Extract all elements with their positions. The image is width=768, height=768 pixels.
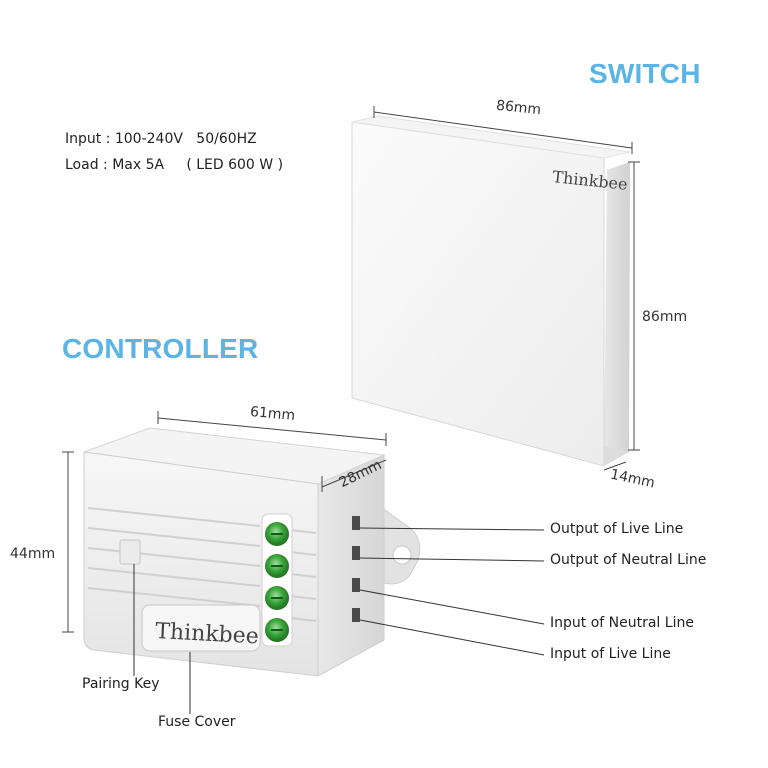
screw-slots (271, 533, 283, 631)
switch-height-dimension: 86mm (642, 309, 688, 325)
input-spec: Input : 100-240V 50/60HZ (65, 131, 257, 147)
switch-title: SWITCH (589, 58, 701, 89)
fuse-cover (141, 604, 261, 652)
controller-ribs (87, 507, 317, 622)
pairing-key-button (119, 539, 141, 565)
output-neutral-label: Output of Neutral Line (550, 552, 707, 568)
controller-box (83, 427, 421, 677)
callout-lines (133, 527, 545, 714)
output-live-label: Output of Live Line (550, 521, 684, 537)
terminal-slots (352, 516, 360, 622)
controller-brand-logo: Thinkbee (155, 619, 260, 649)
mounting-hole (392, 545, 412, 565)
switch-top-edge (351, 115, 631, 159)
input-live-label: Input of Live Line (550, 646, 671, 662)
controller-dimension-lines (62, 411, 387, 633)
controller-height-dimension: 44mm (10, 546, 56, 562)
wall-switch (351, 115, 631, 467)
terminal-block (261, 513, 293, 647)
switch-dimension-lines (373, 106, 640, 471)
pairing-key-label: Pairing Key (82, 676, 160, 692)
fuse-cover-label: Fuse Cover (158, 714, 236, 730)
input-neutral-label: Input of Neutral Line (550, 615, 694, 631)
controller-side (317, 454, 385, 677)
load-spec: Load : Max 5A ( LED 600 W ) (65, 157, 284, 173)
controller-title: CONTROLLER (62, 333, 259, 364)
switch-side (604, 162, 630, 466)
